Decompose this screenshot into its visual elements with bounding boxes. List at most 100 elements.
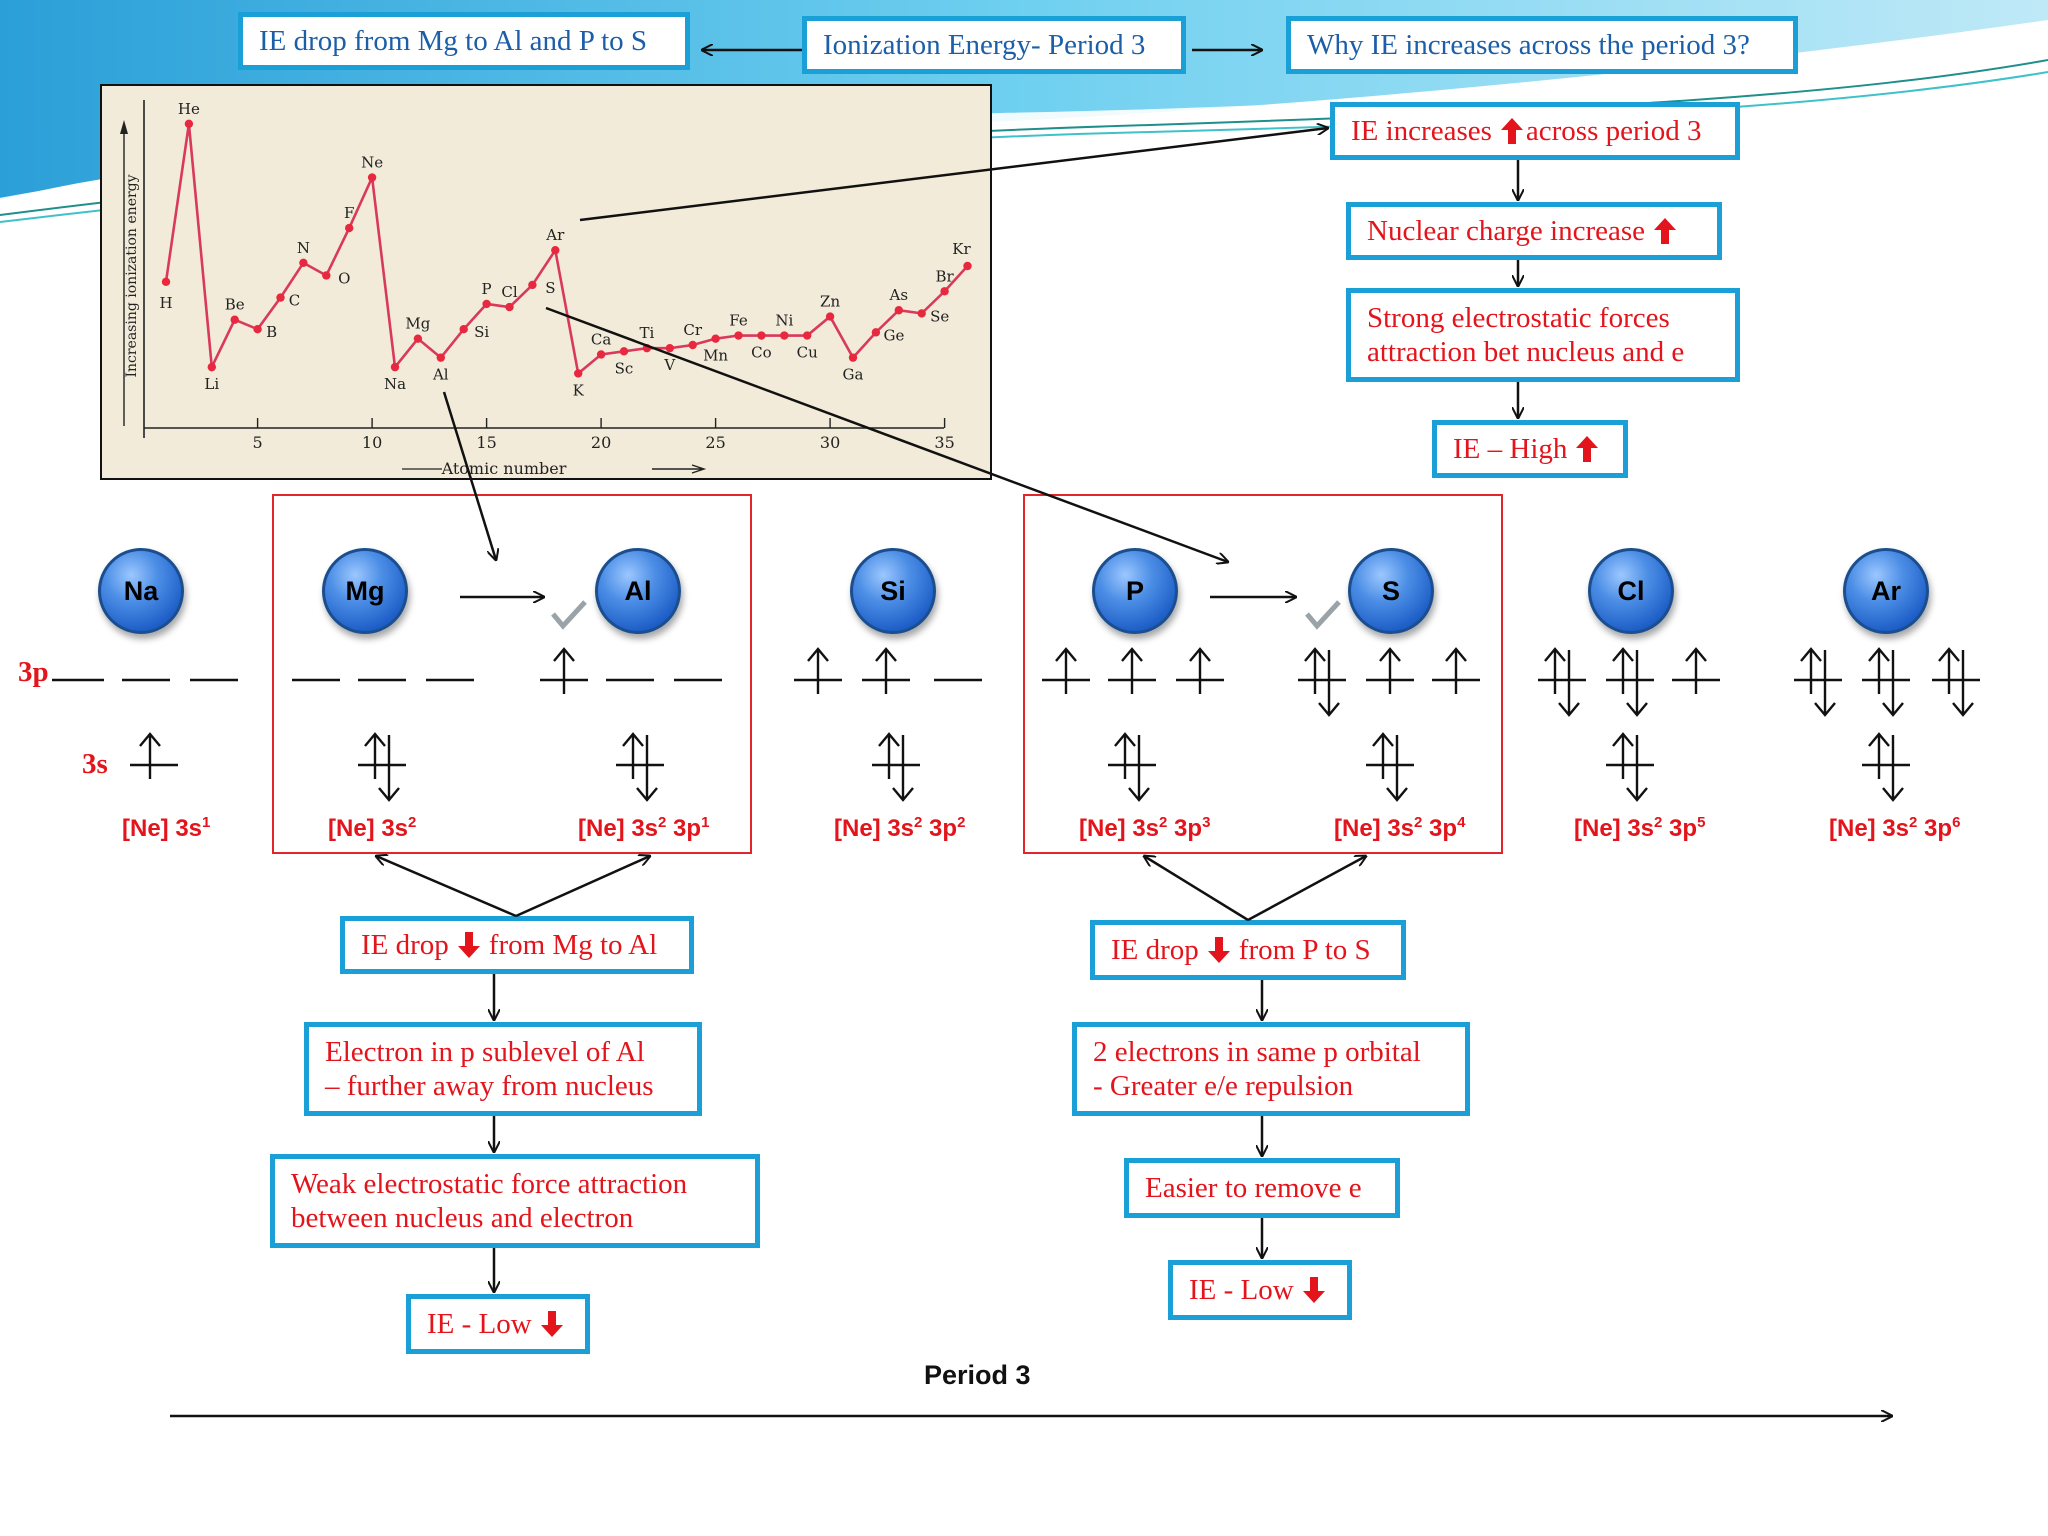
header-right-box: Why IE increases across the period 3? (1286, 16, 1798, 74)
ie-low-p-s-box: IE - Low (1168, 1260, 1352, 1320)
header-left-box: IE drop from Mg to Al and P to S (238, 12, 690, 70)
chart-x-tick-label: 15 (476, 433, 496, 452)
chart-y-arrow-head (120, 120, 128, 134)
mg-al-frame (272, 494, 752, 854)
electron-up-arrow (1868, 647, 1890, 694)
arrow-to-p (1144, 856, 1249, 922)
chart-x-tick-label: 35 (934, 433, 954, 452)
ie-low-text: IE - Low (1189, 1274, 1294, 1306)
chart-point-v (665, 343, 674, 353)
chart-point-p (482, 299, 491, 309)
electron-up-arrow (1938, 647, 1960, 694)
electron-down-arrow (1128, 735, 1150, 802)
chart-point-li (207, 362, 216, 372)
same-orbital-box: 2 electrons in same p orbital - Greater … (1072, 1022, 1470, 1116)
chart-point-si (459, 325, 468, 334)
arrow-to-s (1247, 856, 1366, 922)
chart-point-label: Ti (639, 324, 654, 342)
weak-force-line2: between nucleus and electron (291, 1202, 634, 1234)
same-orbital-line1: 2 electrons in same p orbital (1093, 1036, 1421, 1068)
orbital-label-3p: 3p (18, 656, 49, 688)
config-na: [Ne] 3s1 (122, 814, 211, 842)
chart-point-label: Ge (883, 326, 904, 344)
chart-point-al (436, 353, 445, 362)
chart-point-label: Ca (591, 330, 611, 348)
electron-up-arrow (1685, 647, 1707, 694)
atom-symbol: Al (624, 575, 652, 606)
chart-point-h (161, 277, 171, 286)
electron-down-arrow (636, 735, 658, 802)
chart-point-f (345, 223, 354, 233)
chart-point-label: Ar (545, 226, 565, 244)
chart-point-label: Al (432, 366, 449, 384)
config-al: [Ne] 3s2 3p1 (578, 814, 710, 842)
electron-up-arrow (1114, 732, 1136, 779)
atom-symbol: Mg (345, 575, 385, 606)
arrow-al-to-atoms (442, 391, 496, 560)
electron-down-arrow (1626, 650, 1648, 717)
chart-point-label: Si (474, 323, 489, 341)
arrow-up-icon (1500, 118, 1523, 144)
easier-remove-box: Easier to remove e (1124, 1158, 1400, 1218)
electron-up-arrow (1612, 732, 1634, 779)
chart-point-s (528, 280, 537, 290)
chart-x-tick-label: 25 (705, 433, 725, 452)
chart-point-label: Kr (952, 240, 971, 258)
atom-si: Si (850, 548, 936, 634)
chart-point-label: Cu (797, 344, 818, 362)
ie-high-text: IE – High (1453, 433, 1568, 465)
chart-point-o (322, 271, 331, 280)
chart-point-cl (505, 302, 514, 312)
atom-symbol: S (1381, 575, 1400, 606)
chart-point-label: Co (751, 344, 772, 362)
electron-up-arrow (1372, 732, 1394, 779)
period-label: Period 3 (924, 1360, 1031, 1390)
chart-point-label: Zn (820, 293, 840, 311)
nuclear-charge-text: Nuclear charge increase (1367, 215, 1646, 247)
electron-down-arrow (1318, 650, 1340, 717)
atom-al: Al (595, 548, 681, 634)
atom-ar: Ar (1843, 548, 1929, 634)
chart-point-c (276, 293, 285, 302)
electron-up-arrow (1121, 647, 1143, 694)
arrow-down-icon (457, 932, 480, 958)
chart-point-label: Na (384, 375, 406, 393)
chart-point-na (390, 362, 400, 372)
electron-up-arrow (1189, 647, 1211, 694)
chart-point-label: Br (935, 267, 954, 285)
electron-up-arrow (1055, 647, 1077, 694)
config-s: [Ne] 3s2 3p4 (1334, 814, 1466, 842)
chart-point-label: C (289, 292, 300, 310)
strong-forces-line2: attraction bet nucleus and e (1367, 336, 1685, 368)
atom-na: Na (98, 548, 184, 634)
atom-mg: Mg (322, 548, 408, 634)
chart-point-label: V (663, 356, 676, 374)
chart-point-label: Ga (843, 366, 864, 384)
ie-high-box: IE – High (1432, 420, 1628, 478)
p-sublevel-box: Electron in p sublevel of Al – further a… (304, 1022, 702, 1116)
atom-symbol: Na (123, 575, 159, 606)
chart-x-tick-label: 10 (362, 433, 382, 452)
chart-point-label: Se (930, 307, 949, 325)
ie-drop-text: IE drop (1111, 934, 1199, 966)
ie-increases-text-b: across period 3 (1525, 115, 1702, 147)
arrow-up-icon (1576, 436, 1599, 462)
chart-point-he (184, 119, 194, 128)
ie-drop-text-b: from P to S (1238, 934, 1371, 966)
orbital-label-3s: 3s (82, 748, 108, 780)
config-p: [Ne] 3s2 3p3 (1079, 814, 1211, 842)
chart-x-tick-label: 30 (820, 433, 840, 452)
ie-drop-text-b: from Mg to Al (488, 929, 658, 961)
chart-point-ga (848, 353, 858, 362)
atom-symbol: P (1125, 575, 1144, 606)
electron-down-arrow (1558, 650, 1580, 717)
chart-point-cr (688, 340, 697, 350)
chart-point-label: P (482, 280, 492, 298)
arrow-to-al (515, 856, 650, 918)
chart-x-tick-label: 20 (591, 433, 611, 452)
header-left-text: IE drop from Mg to Al and P to S (259, 25, 648, 57)
chart-point-co (757, 331, 766, 340)
header-title-box: Ionization Energy- Period 3 (802, 16, 1186, 74)
electron-down-arrow (1952, 650, 1974, 717)
